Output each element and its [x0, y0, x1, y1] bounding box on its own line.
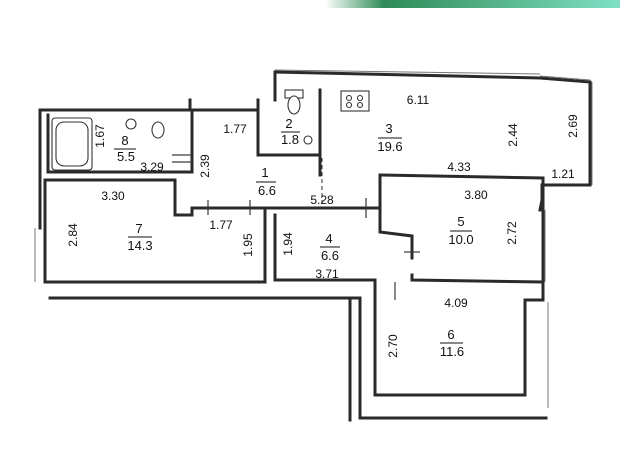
- svg-text:4: 4: [325, 231, 332, 246]
- dim-r3-inner: 2.44: [506, 123, 520, 147]
- dim-r4-left: 1.94: [281, 232, 295, 256]
- svg-text:7: 7: [135, 221, 142, 236]
- dim-r1-bottom: 5.28: [310, 193, 334, 207]
- dimension-labels: 6.11 2.69 2.44 4.33 1.21 3.29 1.67 1.77 …: [66, 93, 580, 358]
- doors: [172, 154, 420, 300]
- dim-r5-right: 2.72: [505, 221, 519, 245]
- dim-r7-right: 1.95: [241, 233, 255, 257]
- stove: [340, 90, 370, 112]
- header-gradient-bar: [325, 0, 620, 8]
- svg-text:19.6: 19.6: [377, 139, 402, 154]
- room-3-label: 3 19.6: [377, 121, 402, 154]
- windows: [34, 69, 593, 408]
- toilet-bath8: [151, 121, 165, 139]
- svg-text:3: 3: [385, 121, 392, 136]
- room-5-label: 5 10.0: [448, 214, 473, 247]
- dim-r3-right: 2.69: [566, 114, 580, 138]
- room-8-label: 8 5.5: [114, 133, 136, 164]
- sink-room2: [303, 135, 313, 145]
- svg-text:6: 6: [447, 327, 454, 342]
- dim-r7-door: 1.77: [209, 218, 233, 232]
- dim-r3-bottom: 4.33: [447, 160, 471, 174]
- svg-text:1.8: 1.8: [281, 132, 299, 147]
- room-6-label: 6 11.6: [440, 327, 464, 359]
- svg-text:10.0: 10.0: [448, 232, 473, 247]
- svg-text:2: 2: [285, 116, 292, 131]
- dim-r7-top: 3.30: [101, 189, 125, 203]
- dim-r5-top: 3.80: [464, 188, 488, 202]
- svg-text:11.6: 11.6: [440, 344, 464, 359]
- dim-corridor-top: 1.77: [223, 122, 247, 136]
- dim-r3-step: 1.21: [551, 167, 575, 181]
- fixtures: [51, 89, 370, 171]
- svg-text:14.3: 14.3: [127, 238, 152, 253]
- room-7-label: 7 14.3: [127, 221, 152, 253]
- dim-r7-left: 2.84: [66, 223, 80, 247]
- dim-r4-bottom: 3.71: [315, 267, 339, 281]
- dim-r8-height: 1.67: [93, 124, 107, 148]
- svg-text:5: 5: [457, 214, 464, 229]
- svg-text:6.6: 6.6: [258, 183, 276, 198]
- dim-r8-width: 3.29: [140, 160, 164, 174]
- room-4-label: 4 6.6: [320, 231, 340, 263]
- svg-text:1: 1: [261, 165, 268, 180]
- room-labels: 1 6.6 2 1.8 3 19.6 4 6.6 5 10.0 6 11.6: [114, 116, 474, 359]
- room-2-label: 2 1.8: [281, 116, 300, 147]
- svg-text:6.6: 6.6: [321, 248, 339, 263]
- room-1-label: 1 6.6: [256, 165, 276, 198]
- dim-r6-top: 4.09: [444, 296, 468, 310]
- svg-text:8: 8: [121, 133, 128, 148]
- washbasin: [125, 118, 137, 130]
- svg-text:5.5: 5.5: [117, 149, 135, 164]
- dim-r1-height: 2.39: [198, 154, 212, 178]
- walls: [38, 70, 592, 422]
- dim-r6-left: 2.70: [386, 334, 400, 358]
- dim-r3-top: 6.11: [407, 93, 430, 107]
